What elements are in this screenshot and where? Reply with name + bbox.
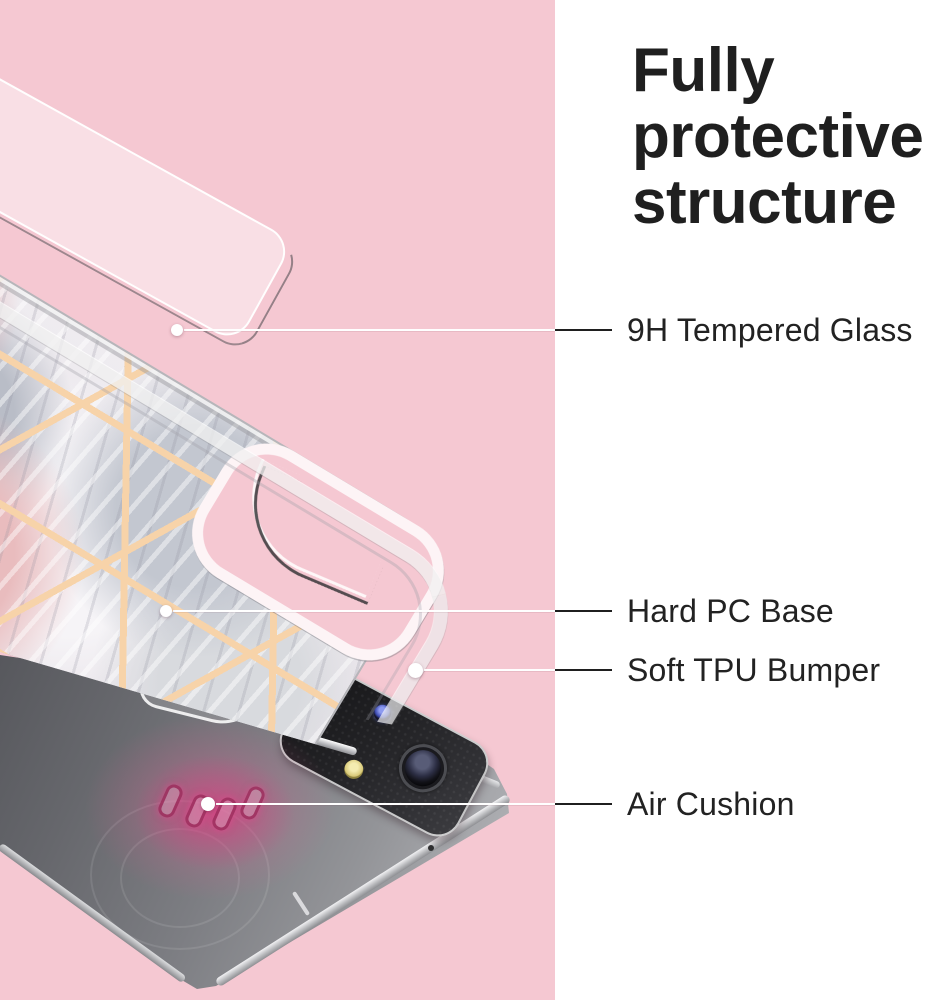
headline-line-2: protective bbox=[632, 102, 924, 171]
headline-line-3: structure bbox=[632, 168, 897, 237]
headline: Fully protective structure bbox=[632, 36, 924, 237]
leader-line-tpu-bumper bbox=[424, 669, 555, 671]
leader-line-dark-air-cushion bbox=[555, 803, 612, 805]
mic-hole bbox=[428, 845, 434, 851]
camera-flash-icon bbox=[340, 756, 367, 783]
label-air-cushion: Air Cushion bbox=[627, 786, 795, 822]
leader-line-dark-tpu-bumper bbox=[555, 669, 612, 671]
leader-line-hard-pc-base bbox=[173, 610, 555, 612]
text-panel: Fully protective structure 9H Tempered G… bbox=[555, 0, 938, 1000]
label-tempered-glass: 9H Tempered Glass bbox=[627, 312, 913, 348]
label-tpu-bumper: Soft TPU Bumper bbox=[627, 652, 881, 688]
headline-line-1: Fully bbox=[632, 36, 775, 105]
callout-dot-tempered-glass bbox=[171, 324, 183, 336]
callout-dot-air-cushion bbox=[201, 797, 215, 811]
air-cushion-glow bbox=[135, 755, 295, 870]
leader-line-dark-tempered-glass bbox=[555, 329, 612, 331]
callout-dot-hard-pc-base bbox=[160, 605, 172, 617]
product-scene-panel bbox=[0, 0, 555, 1000]
leader-line-air-cushion bbox=[216, 803, 555, 805]
callout-dot-tpu-bumper bbox=[408, 663, 423, 678]
label-hard-pc-base: Hard PC Base bbox=[627, 593, 834, 629]
antenna-seam bbox=[291, 891, 311, 916]
leader-line-tempered-glass bbox=[184, 329, 555, 331]
leader-line-dark-hard-pc-base bbox=[555, 610, 612, 612]
